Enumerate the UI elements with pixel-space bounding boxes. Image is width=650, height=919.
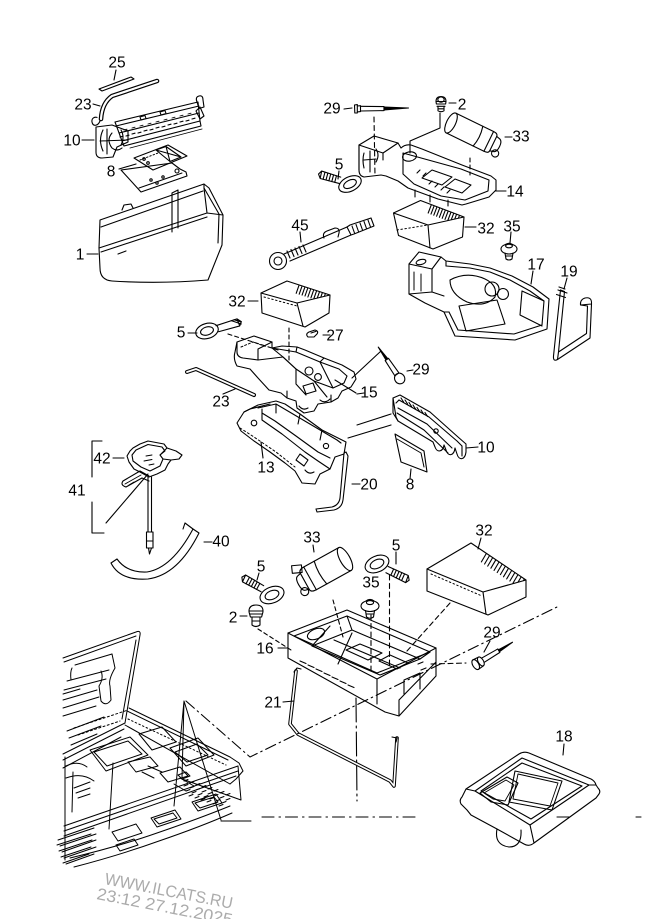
svg-text:13: 13 (257, 460, 274, 477)
svg-text:1: 1 (76, 247, 85, 264)
svg-text:2: 2 (458, 97, 467, 114)
svg-text:33: 33 (303, 530, 320, 547)
svg-text:25: 25 (108, 55, 125, 72)
svg-text:29: 29 (323, 101, 340, 118)
svg-text:10: 10 (477, 440, 495, 457)
svg-text:32: 32 (475, 523, 492, 540)
svg-text:5: 5 (392, 538, 401, 555)
svg-text:35: 35 (503, 219, 520, 236)
svg-text:29: 29 (412, 362, 429, 379)
svg-text:2: 2 (229, 610, 238, 627)
svg-text:27: 27 (326, 328, 343, 345)
svg-text:40: 40 (212, 534, 230, 551)
svg-text:21: 21 (264, 695, 281, 712)
svg-text:45: 45 (291, 218, 308, 235)
svg-text:17: 17 (527, 257, 544, 274)
svg-text:20: 20 (360, 477, 378, 494)
svg-text:23: 23 (74, 97, 91, 114)
svg-text:29: 29 (483, 625, 500, 642)
svg-text:18: 18 (555, 729, 572, 746)
svg-text:10: 10 (63, 133, 81, 150)
svg-text:41: 41 (68, 483, 85, 500)
svg-text:32: 32 (477, 221, 494, 238)
svg-text:14: 14 (506, 184, 524, 201)
svg-text:35: 35 (362, 575, 379, 592)
svg-text:8: 8 (107, 164, 116, 181)
svg-text:15: 15 (360, 385, 377, 402)
svg-text:42: 42 (93, 451, 110, 468)
svg-text:16: 16 (256, 641, 273, 658)
svg-text:33: 33 (512, 129, 529, 146)
svg-text:32: 32 (228, 294, 245, 311)
svg-text:5: 5 (177, 325, 186, 342)
svg-text:23: 23 (212, 394, 229, 411)
svg-text:8: 8 (406, 477, 415, 494)
svg-text:5: 5 (335, 157, 344, 174)
svg-text:5: 5 (257, 559, 266, 576)
svg-text:19: 19 (560, 264, 577, 281)
